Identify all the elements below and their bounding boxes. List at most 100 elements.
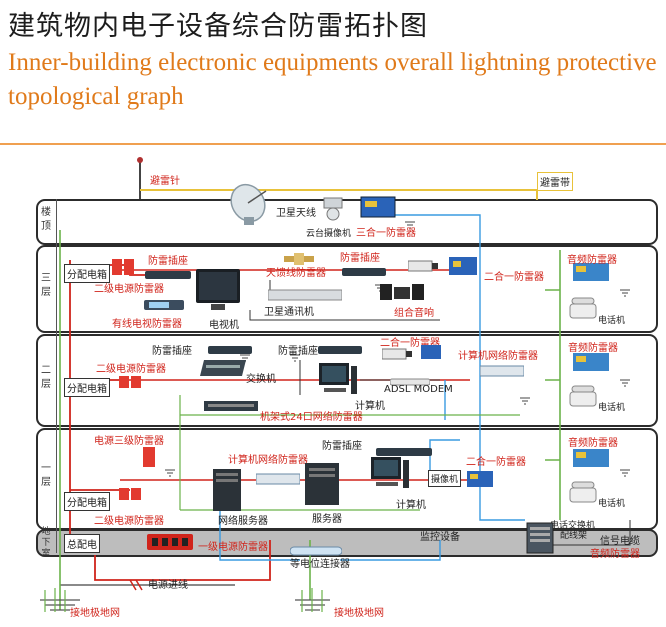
three-in-one-roof-label: 三合一防雷器 (356, 228, 416, 239)
english-title: Inner-building electronic equipments ove… (8, 49, 657, 110)
audio-protector-3-label: 音频防雷器 (567, 255, 617, 266)
floor-label-basement: 地下室 (41, 527, 51, 559)
power-socket-2a-icon (208, 340, 252, 354)
net-protector-2-icon (479, 362, 525, 377)
wiring-frame-label: 配线架 (560, 531, 588, 541)
floor-3 (36, 245, 658, 333)
lightning-rod-label: 避雷针 (150, 176, 180, 187)
chinese-title: 建筑物内电子设备综合防雷拓扑图 (8, 11, 428, 42)
floor-label-3: 三层 (41, 273, 51, 298)
ground-symbol-right (295, 588, 330, 612)
floor-basement (36, 529, 658, 557)
first-power-label: 一级电源防雷器 (198, 542, 268, 553)
satellite-receiver-icon (267, 286, 343, 301)
second-power-3-label: 二级电源防雷器 (94, 284, 164, 295)
floor-label-roof: 楼顶 (41, 207, 51, 232)
audio-protector-1-icon (572, 448, 610, 468)
dist-box-2: 分配电箱 (64, 378, 110, 397)
net-protector-1-label: 计算机网络防雷器 (228, 455, 308, 466)
server-label: 服务器 (312, 514, 342, 525)
floor-label-2: 二层 (41, 365, 51, 390)
network-server-label: 网络服务器 (218, 516, 268, 527)
phone-1-icon (568, 480, 598, 504)
ground-right-label: 接地极地网 (334, 608, 384, 619)
phone-2-label: 电话机 (598, 403, 626, 413)
audio-protector-2-label: 音频防雷器 (568, 343, 618, 354)
signal-cable-label: 信号电缆 (600, 536, 640, 547)
second-power-protector-1-icon (118, 486, 142, 500)
satellite-receiver-label: 卫星通讯机 (264, 307, 314, 318)
satellite-antenna-label: 卫星天线 (276, 208, 316, 219)
equipotential-connector-icon (289, 542, 343, 556)
two-in-one-protector-1-icon (466, 470, 494, 488)
equipotential-label: 等电位连接器 (290, 559, 350, 570)
signal-wire-server (219, 490, 441, 561)
audio-system-icon (380, 282, 424, 302)
monitor-device-label: 监控设备 (420, 532, 460, 543)
data-wire-ground-links (540, 520, 631, 546)
floor-label-divider (56, 199, 57, 553)
ground-left-label: 接地极地网 (70, 608, 120, 619)
ground-symbol-left (40, 588, 80, 612)
rack-protector-icon (204, 398, 258, 412)
two-in-one-protector-3-icon (448, 256, 478, 276)
computer-1-label: 计算机 (396, 500, 426, 511)
lightning-belt-label: 避雷带 (537, 172, 573, 191)
two-in-one-protector-2-icon (420, 344, 442, 360)
three-in-one-protector-roof-icon (360, 196, 396, 218)
network-server-icon (212, 468, 242, 512)
satellite-dish-icon (228, 183, 272, 227)
power-third-label: 电源三级防雷器 (94, 436, 164, 447)
two-in-one-2-label: 二合一防雷器 (380, 338, 440, 349)
power-socket-1-icon (376, 442, 432, 456)
adsl-modem-icon (389, 372, 431, 386)
main-dist-box: 总配电 (64, 534, 100, 553)
tv-icon (195, 268, 241, 312)
first-power-protector-icon (146, 533, 194, 551)
title-divider (0, 143, 666, 145)
dist-box-1: 分配电箱 (64, 492, 110, 511)
phone-switch-label: 电话交换机 (550, 521, 596, 531)
audio-protector-3-icon (572, 262, 610, 282)
two-in-one-3-label: 二合一防雷器 (484, 272, 544, 283)
second-power-protector-3-icon (111, 258, 137, 276)
power-socket-3-icon (145, 265, 191, 279)
switch-label: 交换机 (246, 374, 276, 385)
ground-wire-right (309, 250, 561, 600)
power-third-protector-icon (142, 446, 156, 468)
power-socket-2a-label: 防雷插座 (152, 346, 192, 357)
switch-icon (200, 360, 246, 376)
two-in-one-1-label: 二合一防雷器 (466, 457, 526, 468)
computer-2-icon (318, 362, 358, 398)
phone-1-label: 电话机 (598, 499, 626, 509)
adsl-modem-label: ADSL MODEM (384, 384, 453, 395)
floor-roof (36, 199, 658, 245)
power-in-label: 电源进线 (148, 580, 188, 591)
power-in-break (129, 579, 143, 591)
power-socket-3b-icon (342, 262, 386, 276)
computer-2-label: 计算机 (355, 401, 385, 412)
audio-protector-1-label: 音频防雷器 (568, 438, 618, 449)
power-socket-3b-label: 防雷插座 (340, 253, 380, 264)
lightning-rod-tip (137, 157, 143, 163)
power-socket-2b-icon (318, 340, 362, 354)
power-socket-2b-label: 防雷插座 (278, 346, 318, 357)
floor-label-1: 一层 (41, 463, 51, 488)
dist-box-3: 分配电箱 (64, 264, 110, 283)
cable-tv-protector-icon (144, 296, 184, 310)
power-socket-3-label: 防雷插座 (148, 256, 188, 267)
net-protector-1-icon (255, 470, 301, 485)
wiring-frame-icon (526, 522, 554, 554)
second-power-1-label: 二级电源防雷器 (94, 516, 164, 527)
rack-protector-label: 机架式24口网络防雷器 (260, 412, 363, 423)
computer-1-icon (370, 456, 410, 492)
phone-3-label: 电话机 (598, 316, 626, 326)
server-icon (304, 462, 340, 506)
camera-3-icon (407, 258, 440, 274)
camera-1-label: 摄像机 (428, 470, 462, 487)
second-power-2-label: 二级电源防雷器 (96, 364, 166, 375)
ptz-camera-label: 云台摄像机 (306, 229, 352, 239)
cable-tv-protector-label: 有线电视防雷器 (112, 319, 182, 330)
lightning-belt-wire (140, 189, 538, 200)
ptz-camera-icon (320, 196, 348, 224)
